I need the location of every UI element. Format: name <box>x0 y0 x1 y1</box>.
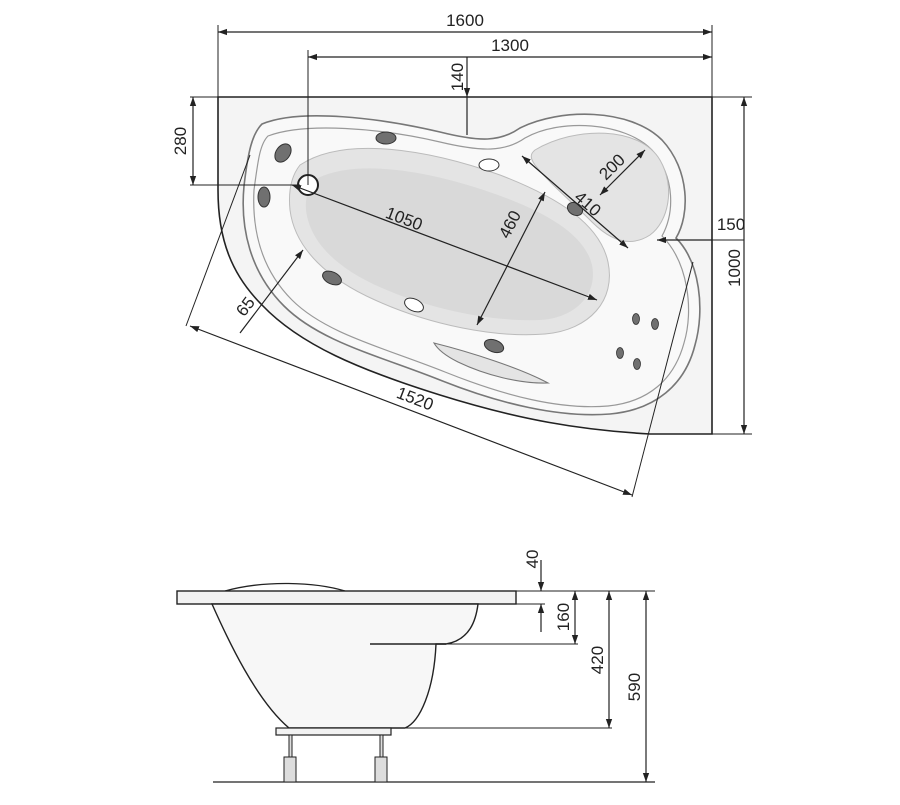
jet-icon <box>257 186 271 208</box>
side-dimension-labels: 40 160 420 590 <box>523 550 644 702</box>
jet-icon <box>651 318 659 330</box>
dim-280-label: 280 <box>171 127 190 155</box>
dim-160-label: 160 <box>554 603 573 631</box>
dim-1050-line <box>291 184 598 301</box>
dim-1300-label: 1300 <box>491 36 529 55</box>
light-oval <box>478 158 500 172</box>
dim-590-label: 590 <box>625 673 644 701</box>
jet-icon <box>274 143 292 163</box>
dim-40-label: 40 <box>523 550 542 569</box>
side-dimension-lines <box>537 560 650 782</box>
dim-150-label: 150 <box>717 215 745 234</box>
base-plate <box>275 727 392 736</box>
dim-420-label: 420 <box>588 646 607 674</box>
plan-view: 1600 1300 140 280 1050 460 410 200 150 1… <box>171 11 752 498</box>
dim-65-line <box>239 249 304 334</box>
jet-icon <box>632 313 640 325</box>
tub-shell-inner-line <box>253 124 690 408</box>
jet-icon <box>375 131 397 145</box>
dimension-lines <box>189 28 748 496</box>
dim-1520-line <box>189 325 633 496</box>
jet-icon <box>616 347 624 359</box>
leg <box>379 734 384 758</box>
dim-1000-label: 1000 <box>725 249 744 287</box>
side-view: 40 160 420 590 <box>176 550 655 783</box>
rim-slab <box>176 590 517 605</box>
jet-icon <box>633 358 641 370</box>
tub-body <box>210 603 479 729</box>
dim-410-line <box>521 155 629 249</box>
dim-140-label: 140 <box>448 63 467 91</box>
backrest-curve <box>224 582 346 592</box>
leg-foot <box>374 756 388 783</box>
dim-200-line <box>599 149 646 196</box>
dim-1600-label: 1600 <box>446 11 484 30</box>
leg <box>288 734 293 758</box>
extension-lines <box>185 25 752 498</box>
leg-foot <box>283 756 297 783</box>
side-extension-lines <box>405 590 655 729</box>
